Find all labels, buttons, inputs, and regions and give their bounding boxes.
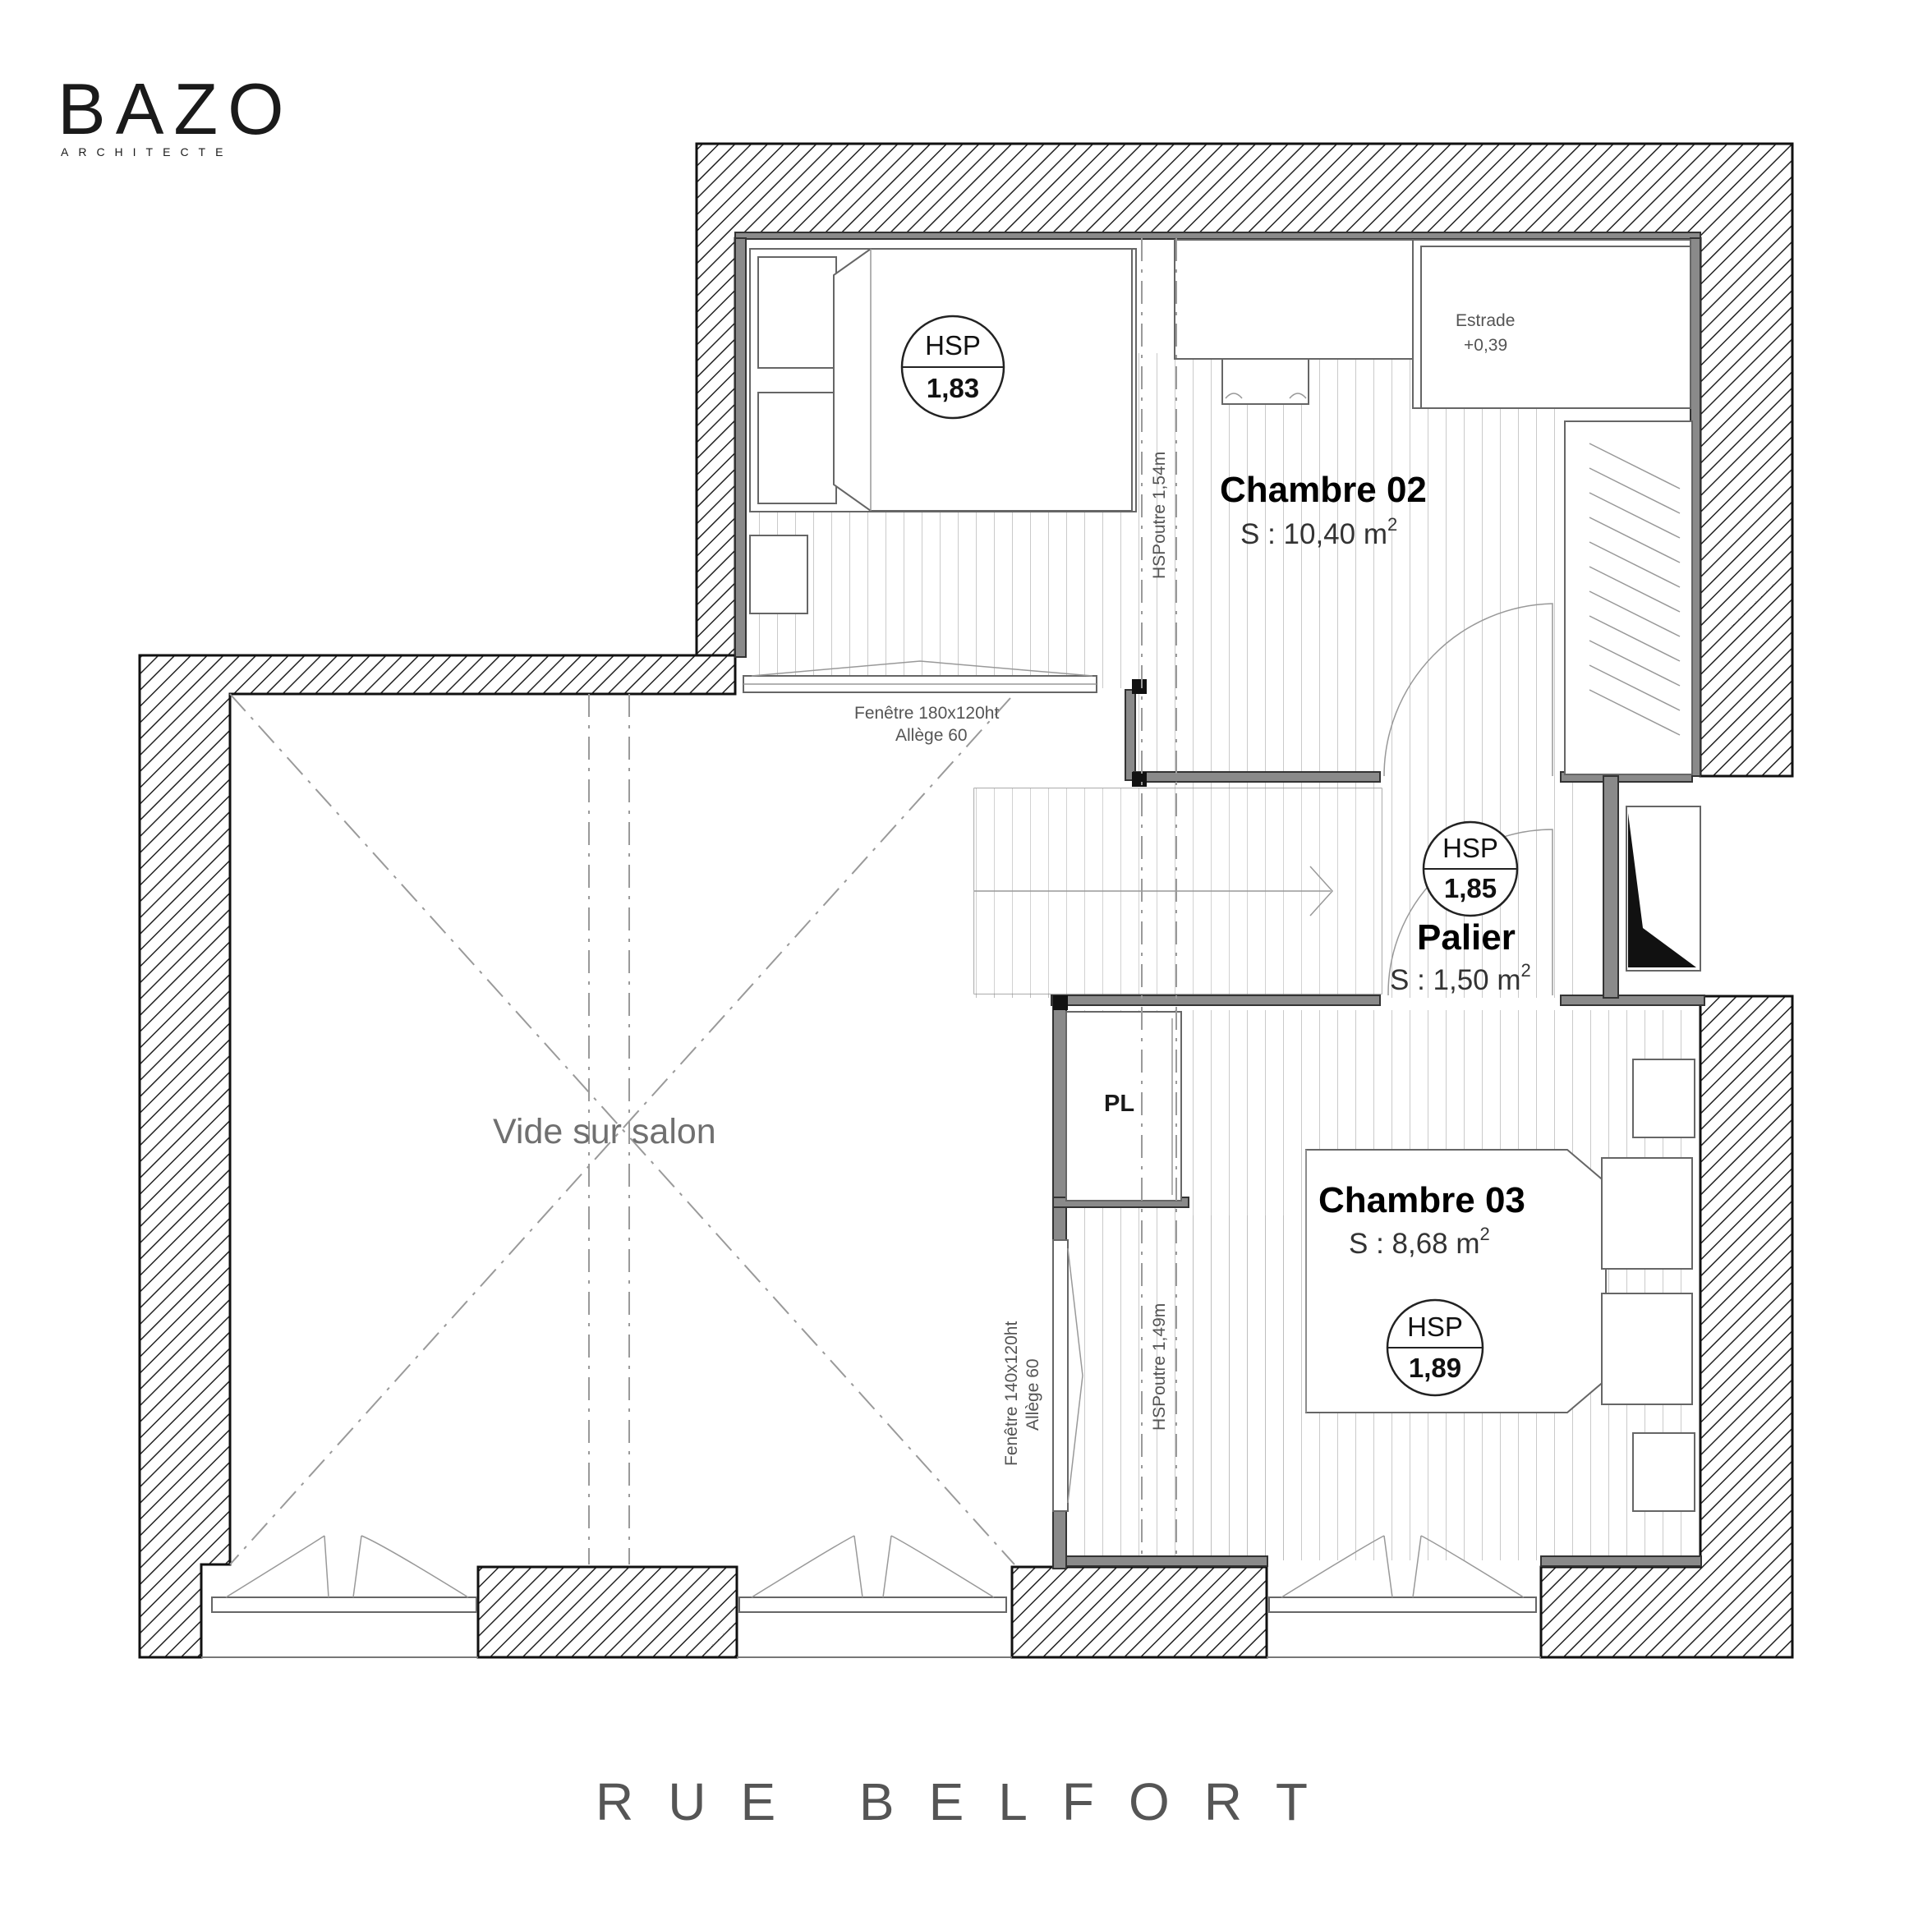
svg-text:S : 1,50 m2: S : 1,50 m2 [1390,960,1531,996]
window-left-annotation: Fenêtre 140x120ht Allège 60 [1002,1321,1042,1466]
hsp-bubble: HSP 1,89 [1386,1298,1484,1397]
chambre-03-area: S : 8,68 m [1349,1228,1480,1260]
street-name: RUE BELFORT [596,1772,1342,1831]
chambre-02-area: S : 10,40 m [1240,518,1387,550]
window-top [743,660,1097,693]
beam-top-label: HSPoutre 1,54m [1150,452,1169,579]
window-top-annotation: Fenêtre 180x120ht Allège 60 [854,704,999,745]
hsp-bubble: HSP 1,83 [900,315,1005,420]
window-left-line1: Fenêtre 140x120ht [1002,1321,1021,1466]
void-label: Vide sur salon [493,1112,716,1151]
hsp-value: 1,89 [1409,1353,1461,1383]
hsp-value: 1,85 [1444,873,1497,903]
window-left [1052,1239,1083,1512]
chambre-03-furniture [1065,1011,1695,1512]
chimney-duct [1626,806,1701,972]
chambre-03-name: Chambre 03 [1318,1180,1525,1220]
palier-name: Palier [1417,917,1516,958]
estrade-line2: +0,39 [1464,336,1507,355]
hsp-label: HSP [1407,1312,1463,1342]
window-top-line1: Fenêtre 180x120ht [854,704,999,723]
estrade-line1: Estrade [1456,311,1515,330]
palier-label: Palier S : 1,50 m2 [1390,917,1531,996]
window-top-line2: Allège 60 [895,726,968,745]
hsp-label: HSP [925,330,981,361]
estrade-label: Estrade +0,39 [1456,311,1515,355]
beam-bottom-label: HSPoutre 1,49m [1150,1303,1169,1431]
logo: BAZO ARCHITECTE [58,68,294,159]
hsp-bubble: HSP 1,85 [1422,820,1519,917]
chambre-03-area-sup: 2 [1480,1224,1490,1244]
palier-area-sup: 2 [1521,960,1531,981]
logo-name: BAZO [58,68,294,149]
svg-text:S : 10,40 m2: S : 10,40 m2 [1240,514,1397,550]
logo-subtitle: ARCHITECTE [61,145,232,159]
hsp-label: HSP [1442,833,1498,863]
chambre-02-area-sup: 2 [1387,514,1397,535]
beam-lines [1141,238,1177,1560]
wardrobe-hangers [1589,443,1681,736]
void-markings [229,693,1015,1565]
chambre-02-label: Chambre 02 S : 10,40 m2 [1220,470,1427,550]
palier-area: S : 1,50 m [1390,964,1521,996]
stair [973,788,1553,996]
svg-text:S : 8,68 m2: S : 8,68 m2 [1349,1224,1490,1260]
pl-label: PL [1104,1091,1134,1117]
chambre-02-name: Chambre 02 [1220,470,1427,510]
window-left-line2: Allège 60 [1024,1358,1042,1431]
hsp-value: 1,83 [927,373,979,403]
front-windows [201,1535,1541,1658]
exterior-walls [138,142,1794,1659]
chambre-03-label: Chambre 03 S : 8,68 m2 [1318,1180,1525,1260]
